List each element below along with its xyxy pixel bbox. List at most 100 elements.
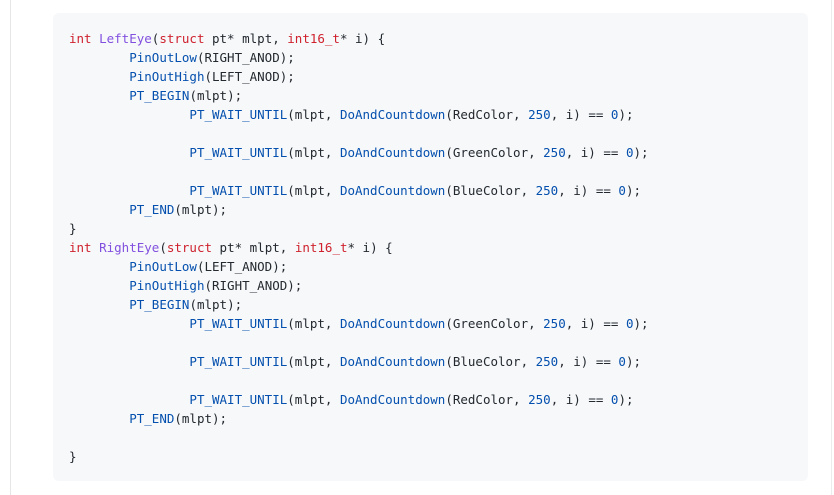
code-token: PinOutHigh (129, 69, 205, 84)
code-token: 250 (543, 316, 566, 331)
code-line (69, 124, 792, 143)
code-block[interactable]: int LeftEye(struct pt* mlpt, int16_t* i)… (53, 13, 808, 481)
code-line: PT_WAIT_UNTIL(mlpt, DoAndCountdown(BlueC… (69, 181, 792, 200)
code-token: DoAndCountdown (339, 392, 446, 407)
code-token (69, 107, 189, 122)
code-token: PT_WAIT_UNTIL (189, 183, 288, 198)
code-line: } (69, 219, 792, 238)
code-token: (GreenColor, (445, 316, 544, 331)
code-token (69, 202, 129, 217)
code-token: ( (151, 31, 160, 46)
code-token: } (69, 221, 77, 236)
code-line: PinOutLow(RIGHT_ANOD); (69, 48, 792, 67)
code-line: PT_BEGIN(mlpt); (69, 86, 792, 105)
code-token: int (69, 240, 92, 255)
code-token (69, 392, 189, 407)
code-token: PinOutLow (129, 259, 197, 274)
code-token: (mlpt, (287, 145, 340, 160)
code-token (69, 354, 189, 369)
code-token: LeftEye (99, 31, 152, 46)
code-token: struct (166, 240, 213, 255)
code-token: (RIGHT_ANOD); (204, 278, 303, 293)
code-token (69, 183, 189, 198)
code-token: (mlpt, (287, 107, 340, 122)
code-token: (BlueColor, (445, 354, 536, 369)
code-token: 250 (543, 145, 566, 160)
code-line: PT_BEGIN(mlpt); (69, 295, 792, 314)
code-token: PT_WAIT_UNTIL (189, 145, 288, 160)
code-line: PT_END(mlpt); (69, 409, 792, 428)
code-token: ); (625, 354, 642, 369)
code-token: DoAndCountdown (339, 316, 446, 331)
code-token: DoAndCountdown (339, 354, 446, 369)
code-token: ); (618, 107, 634, 122)
code-token: PT_WAIT_UNTIL (189, 316, 288, 331)
code-token: } (69, 449, 77, 464)
code-token: RightEye (99, 240, 160, 255)
code-line: PT_WAIT_UNTIL(mlpt, DoAndCountdown(Green… (69, 143, 792, 162)
code-token: DoAndCountdown (339, 107, 446, 122)
code-token: (mlpt); (189, 297, 243, 312)
code-token: 250 (535, 183, 559, 198)
code-token: , i) == (558, 183, 619, 198)
code-token: pt* mlpt, (204, 31, 288, 46)
code-token: ( (159, 240, 167, 255)
code-line: PT_WAIT_UNTIL(mlpt, DoAndCountdown(RedCo… (69, 390, 792, 409)
code-token (69, 297, 129, 312)
code-line (69, 371, 792, 390)
code-token: DoAndCountdown (339, 145, 446, 160)
code-token: PT_BEGIN (129, 297, 190, 312)
code-token: (RedColor, (445, 107, 529, 122)
code-line (69, 428, 792, 447)
code-token: (mlpt); (174, 411, 228, 426)
code-line: PT_END(mlpt); (69, 200, 792, 219)
code-token: PinOutHigh (129, 278, 205, 293)
code-token (69, 69, 129, 84)
code-token: 250 (528, 392, 551, 407)
code-token (69, 411, 129, 426)
code-line: PT_WAIT_UNTIL(mlpt, DoAndCountdown(BlueC… (69, 352, 792, 371)
code-line: } (69, 447, 792, 466)
code-token (92, 240, 100, 255)
code-token: struct (159, 31, 205, 46)
code-token: 0 (618, 183, 626, 198)
code-token: PT_END (129, 411, 175, 426)
code-line: int LeftEye(struct pt* mlpt, int16_t* i)… (69, 29, 792, 48)
code-token: (mlpt); (189, 88, 243, 103)
code-token: 0 (610, 392, 619, 407)
code-token: , i) == (550, 107, 611, 122)
code-line: PinOutLow(LEFT_ANOD); (69, 257, 792, 276)
code-token: (GreenColor, (445, 145, 544, 160)
code-line: PT_WAIT_UNTIL(mlpt, DoAndCountdown(RedCo… (69, 105, 792, 124)
code-listing[interactable]: int LeftEye(struct pt* mlpt, int16_t* i)… (69, 29, 792, 466)
code-token: PinOutLow (129, 50, 197, 65)
code-line (69, 333, 792, 352)
code-token: 250 (535, 354, 559, 369)
code-token: ); (633, 316, 649, 331)
code-token: , i) == (558, 354, 619, 369)
code-line: PinOutHigh(RIGHT_ANOD); (69, 276, 792, 295)
content-panel: int LeftEye(struct pt* mlpt, int16_t* i)… (10, 0, 832, 495)
code-token (69, 259, 129, 274)
code-token: * i) { (339, 31, 386, 46)
code-line: PT_WAIT_UNTIL(mlpt, DoAndCountdown(Green… (69, 314, 792, 333)
code-token: 0 (618, 354, 626, 369)
code-token: (LEFT_ANOD); (204, 69, 295, 84)
code-token: , i) == (565, 145, 626, 160)
code-token: , i) == (550, 392, 611, 407)
code-token: ); (633, 145, 649, 160)
code-token: * i) { (347, 240, 393, 255)
code-token: PT_WAIT_UNTIL (189, 354, 288, 369)
code-token: (BlueColor, (445, 183, 536, 198)
code-token: ); (625, 183, 642, 198)
code-token: PT_BEGIN (129, 88, 190, 103)
code-token: PT_WAIT_UNTIL (189, 107, 288, 122)
code-token (92, 31, 100, 46)
code-token: (LEFT_ANOD); (196, 259, 288, 274)
code-token (69, 316, 189, 331)
code-token: pt* mlpt, (212, 240, 295, 255)
code-token: (RedColor, (445, 392, 529, 407)
code-token: 250 (528, 107, 551, 122)
code-token: (mlpt, (287, 316, 340, 331)
code-token (69, 88, 129, 103)
